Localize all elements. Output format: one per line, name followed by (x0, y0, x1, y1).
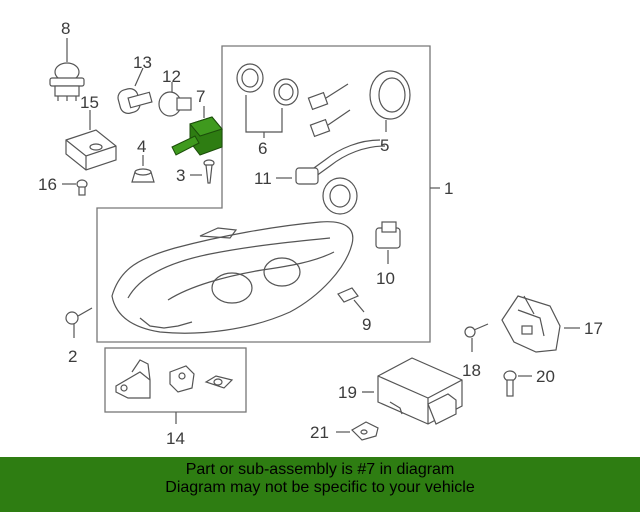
part-4-grommet[interactable] (131, 155, 155, 183)
part-3-screw[interactable] (190, 159, 215, 184)
part-9-clip[interactable] (337, 287, 365, 313)
callout-2: 2 (68, 347, 77, 366)
part-8-bulb[interactable] (49, 38, 85, 101)
part-6-caps[interactable] (236, 63, 299, 138)
headlamp-housing (111, 221, 354, 334)
callout-20: 20 (536, 367, 555, 386)
callout-6: 6 (258, 139, 267, 158)
banner-line-2: Diagram may not be specific to your vehi… (165, 479, 475, 496)
part-11-harness[interactable] (276, 139, 386, 185)
callout-15: 15 (80, 93, 99, 112)
part-14-brackets[interactable] (115, 359, 234, 424)
callout-11: 11 (254, 169, 272, 188)
callout-17: 17 (584, 319, 603, 338)
callout-21: 21 (310, 423, 329, 442)
callout-14: 14 (166, 429, 185, 448)
part-10-socket[interactable] (375, 221, 401, 264)
callout-5: 5 (380, 136, 389, 155)
callout-18: 18 (462, 361, 481, 380)
wiring-connectors (307, 83, 351, 138)
callout-10: 10 (376, 269, 395, 288)
info-banner: Part or sub-assembly is #7 in diagram Di… (0, 457, 640, 512)
callout-4: 4 (137, 137, 146, 156)
banner-line-1: Part or sub-assembly is #7 in diagram (185, 461, 455, 478)
part-17-bracket[interactable] (501, 295, 580, 353)
part-21-clip[interactable] (336, 421, 379, 441)
bulb-socket (322, 177, 358, 215)
part-13-bulb[interactable] (116, 67, 153, 115)
callout-7: 7 (196, 87, 205, 106)
part-7-actuator[interactable] (171, 106, 223, 156)
assembly-frame-1 (96, 45, 431, 343)
part-5-ring[interactable] (369, 70, 411, 132)
callout-8: 8 (61, 19, 70, 38)
part-16-pin[interactable] (62, 179, 88, 196)
callout-3: 3 (176, 166, 185, 185)
callout-9: 9 (362, 315, 371, 334)
part-12-bulb[interactable] (158, 82, 192, 117)
callout-1: 1 (444, 179, 453, 198)
callout-12: 12 (162, 67, 181, 86)
part-18-screw[interactable] (464, 323, 489, 352)
part-20-bolt[interactable] (503, 370, 532, 397)
callout-19: 19 (338, 383, 357, 402)
part-2-screw[interactable] (65, 307, 93, 338)
part-19-control-unit[interactable] (362, 357, 463, 425)
callout-16: 16 (38, 175, 57, 194)
parts-diagram: 8 13 12 7 15 4 3 16 6 5 11 1 10 9 2 14 1… (38, 19, 603, 448)
part-15-module[interactable] (65, 110, 117, 171)
callout-13: 13 (133, 53, 152, 72)
